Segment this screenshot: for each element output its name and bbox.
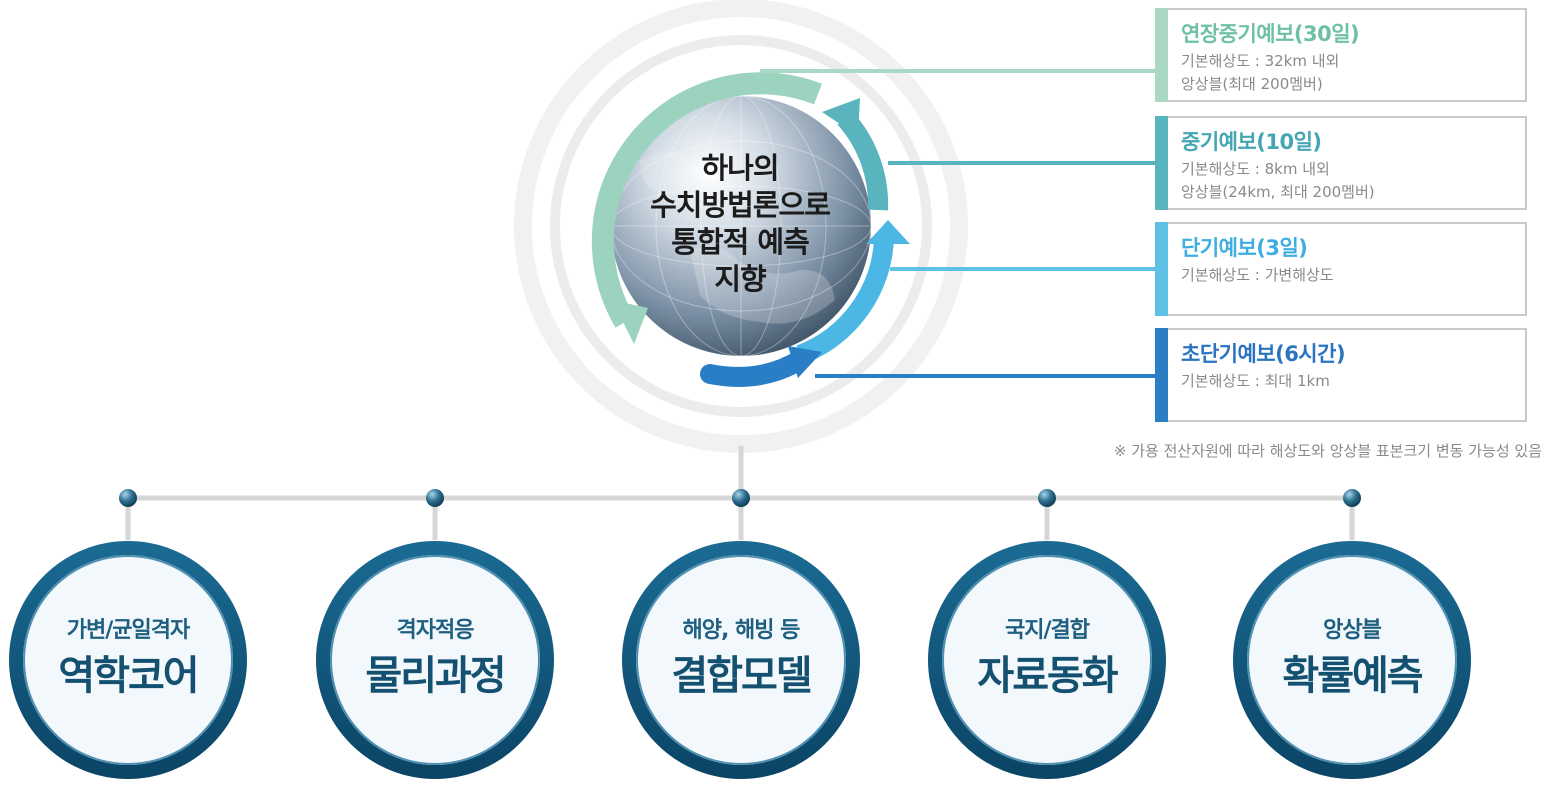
- forecast-title: 단기예보(3일): [1181, 236, 1308, 260]
- forecast-color-bar: [1155, 222, 1168, 316]
- forecast-detail: 기본해상도 : 32km 내외: [1181, 52, 1340, 70]
- component-circle-1: [9, 541, 247, 779]
- forecast-connectors: [760, 69, 1155, 378]
- component-label-1: 가변/균일격자 역학코어: [28, 616, 228, 702]
- connector-nodes: [119, 489, 1361, 507]
- globe-caption: 하나의 수치방법론으로 통합적 예측 지향: [620, 150, 860, 298]
- node-2: [426, 489, 444, 507]
- component-subtitle: 격자적응: [396, 618, 475, 643]
- component-subtitle: 국지/결합: [1005, 618, 1090, 643]
- cycle-arrows: [591, 72, 910, 387]
- component-circle-5: [1233, 541, 1471, 779]
- component-circle-3: [622, 541, 860, 779]
- node-3: [732, 489, 750, 507]
- component-title: 역학코어: [58, 653, 199, 699]
- footnote: ※ 가용 전산자원에 따라 해상도와 앙상블 표본크기 변동 가능성 있음: [1113, 442, 1542, 460]
- forecast-color-bar: [1155, 328, 1168, 422]
- forecast-detail: 기본해상도 : 가변해상도: [1181, 266, 1334, 284]
- component-label-4: 국지/결합 자료동화: [947, 616, 1147, 702]
- component-title: 물리과정: [365, 653, 506, 699]
- component-label-2: 격자적응 물리과정: [335, 616, 535, 702]
- arrowhead-short: [866, 220, 910, 244]
- forecast-box-extended-medium: 연장중기예보(30일) 기본해상도 : 32km 내외 앙상블(최대 200멤버…: [1155, 8, 1527, 102]
- component-label-3: 해양, 해빙 등 결합모델: [641, 616, 841, 702]
- forecast-title: 연장중기예보(30일): [1181, 22, 1360, 46]
- arrow-very-short: [700, 350, 810, 387]
- node-5: [1343, 489, 1361, 507]
- globe-caption-line: 통합적 예측: [671, 225, 810, 259]
- forecast-box-short: 단기예보(3일) 기본해상도 : 가변해상도: [1155, 222, 1527, 316]
- component-subtitle: 해양, 해빙 등: [682, 618, 801, 643]
- forecast-color-bar: [1155, 8, 1168, 102]
- forecast-detail: 앙상블(24km, 최대 200멤버): [1181, 183, 1375, 201]
- forecast-box-medium: 중기예보(10일) 기본해상도 : 8km 내외 앙상블(24km, 최대 20…: [1155, 116, 1527, 210]
- forecast-detail: 기본해상도 : 8km 내외: [1181, 160, 1330, 178]
- globe-caption-line: 수치방법론으로: [650, 188, 831, 222]
- arrowhead-very-short: [788, 346, 822, 378]
- component-subtitle: 앙상블: [1323, 618, 1382, 643]
- arrow-extended-medium: [591, 72, 822, 328]
- forecast-detail: 기본해상도 : 최대 1km: [1181, 372, 1330, 390]
- forecast-title: 중기예보(10일): [1181, 130, 1322, 154]
- forecast-title: 초단기예보(6시간): [1181, 342, 1346, 366]
- forecast-box-very-short: 초단기예보(6시간) 기본해상도 : 최대 1km: [1155, 328, 1527, 422]
- node-4: [1038, 489, 1056, 507]
- arrowhead-medium: [822, 98, 860, 136]
- component-subtitle: 가변/균일격자: [66, 618, 190, 643]
- arrow-short: [796, 237, 894, 365]
- forecast-detail: 앙상블(최대 200멤버): [1181, 75, 1323, 93]
- arrowhead-extended-medium: [612, 300, 648, 344]
- forecast-color-bar: [1155, 116, 1168, 210]
- node-1: [119, 489, 137, 507]
- globe-caption-line: 지향: [714, 262, 766, 296]
- globe: [610, 95, 872, 357]
- component-circle-4: [928, 541, 1166, 779]
- component-circles: [9, 541, 1471, 779]
- component-title: 확률예측: [1282, 653, 1423, 699]
- component-title: 결합모델: [671, 653, 812, 699]
- component-label-5: 앙상블 확률예측: [1252, 616, 1452, 702]
- halo-rings: [514, 0, 968, 453]
- globe-caption-line: 하나의: [701, 151, 779, 185]
- component-circle-2: [316, 541, 554, 779]
- component-title: 자료동화: [977, 653, 1118, 699]
